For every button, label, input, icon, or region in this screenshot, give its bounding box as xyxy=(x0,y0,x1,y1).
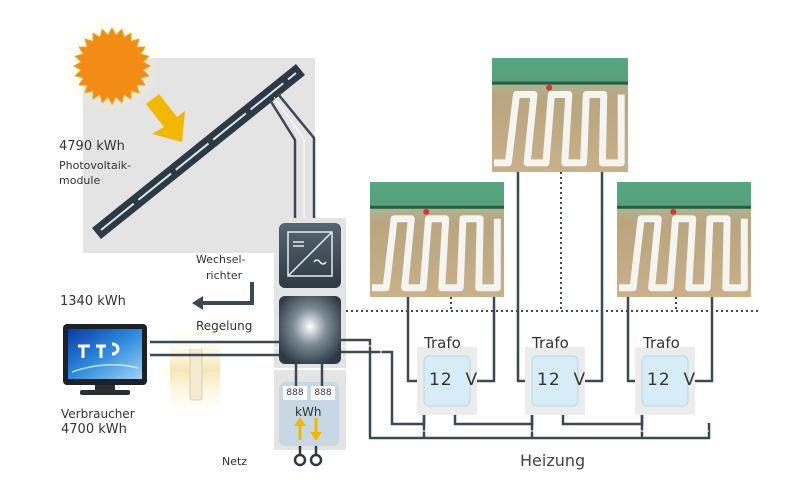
trafo-box-2 xyxy=(525,347,585,415)
inverter-icon xyxy=(274,218,346,292)
trafo-value-2: 12 V xyxy=(537,370,587,390)
control-to-meter-cables xyxy=(294,364,324,386)
control-arrow-icon xyxy=(192,282,254,310)
control-signal-dotted-lines xyxy=(346,172,760,312)
grid-label: Netz xyxy=(222,455,248,468)
energy-meter-icon xyxy=(274,370,346,450)
consumer-monitor-icon xyxy=(63,324,147,395)
sunlight-arrow-icon xyxy=(146,94,185,142)
control-energy: 1340 kWh xyxy=(60,294,126,309)
pv-label-line2: module xyxy=(59,174,101,187)
trafo-label-2: Trafo xyxy=(532,334,569,352)
consumer-cables xyxy=(150,340,279,357)
pv-label-line1: Photovoltaik- xyxy=(59,159,132,172)
trafo-box-3 xyxy=(635,347,695,415)
trafo-value-1: 12 V xyxy=(429,370,479,390)
control-label: Regelung xyxy=(196,319,253,333)
light-switch-icon xyxy=(170,332,220,410)
heating-floor-left-icon xyxy=(370,182,504,297)
meter-digits-left: 888 xyxy=(286,388,304,398)
pv-cable-highlight xyxy=(273,96,305,224)
trafo-box-1 xyxy=(417,347,477,415)
pv-module-icon xyxy=(92,64,305,239)
grid-terminals-icon xyxy=(293,446,323,467)
heating-floors xyxy=(370,58,751,297)
consumer-energy: 4700 kWh xyxy=(61,422,127,437)
meter-digits-right: 888 xyxy=(314,388,332,398)
heating-label: Heizung xyxy=(520,451,586,470)
heating-floor-right-icon xyxy=(617,182,751,297)
controller-icon xyxy=(274,292,346,368)
consumer-label: Verbraucher xyxy=(61,407,135,421)
trafo-label-3: Trafo xyxy=(643,334,680,352)
sun-icon xyxy=(64,18,160,114)
trafo-label-1: Trafo xyxy=(424,334,461,352)
inverter-label-line2: richter xyxy=(206,269,243,282)
meter-unit: kWh xyxy=(295,405,322,419)
heating-cable-highlight xyxy=(341,345,709,432)
meter-exchange-arrows-icon xyxy=(294,417,322,441)
pv-energy: 4790 kWh xyxy=(59,139,125,154)
trafo-value-3: 12 V xyxy=(647,370,697,390)
inverter-label-line1: Wechsel- xyxy=(196,253,246,266)
pv-to-inverter-cables xyxy=(268,93,316,224)
transformers xyxy=(417,347,695,415)
heating-floor-top-icon xyxy=(492,58,628,172)
